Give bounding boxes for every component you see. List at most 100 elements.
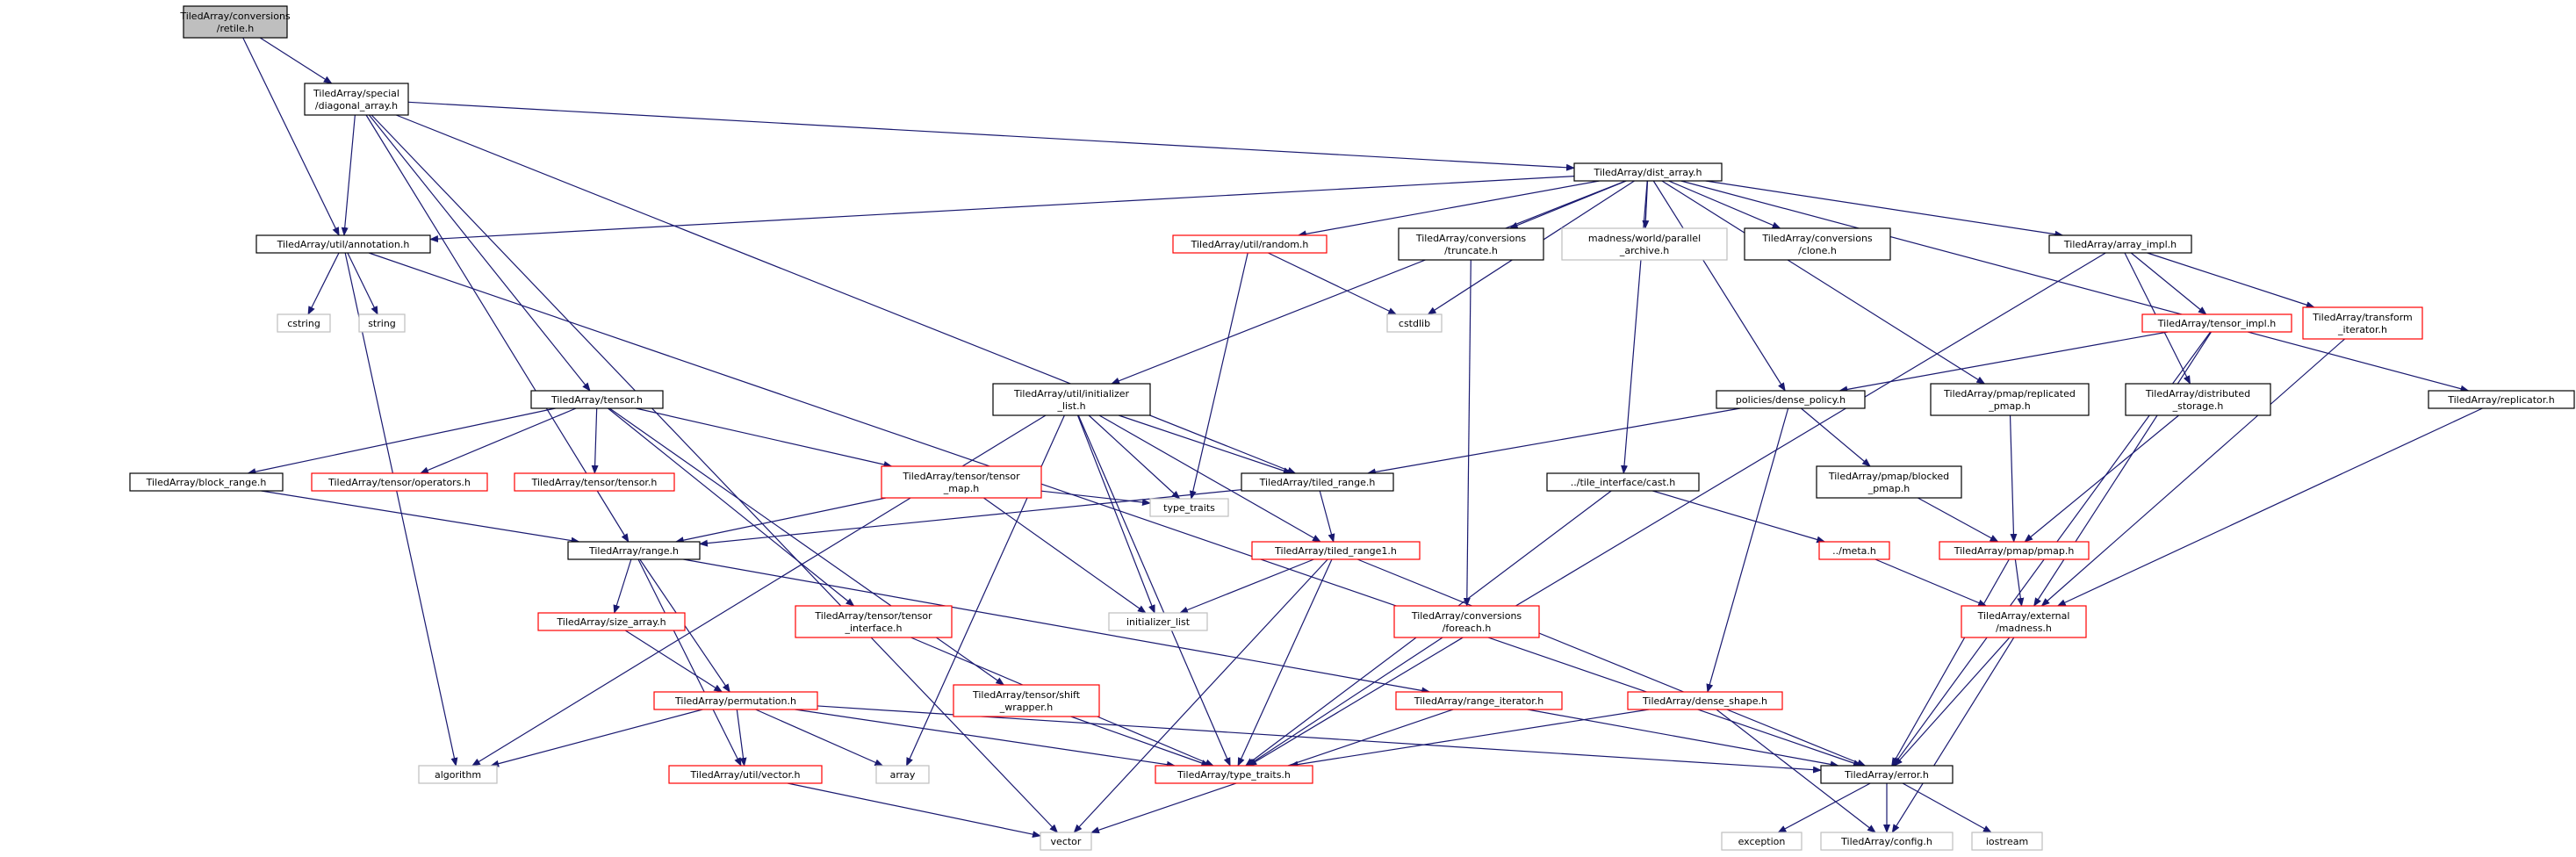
- edge-tensor_impl-to-dense_policy: [1838, 331, 2169, 393]
- edge-initializer_list_h-to-array: [905, 414, 1065, 767]
- node-box: [668, 765, 823, 784]
- edge-random-to-type_traits_sys: [1189, 252, 1248, 500]
- edge-tensor-to-tensor_tensor: [591, 407, 599, 474]
- node-pmap[interactable]: TiledArray/pmap/pmap.h: [1939, 541, 2090, 560]
- node-util_vector[interactable]: TiledArray/util/vector.h: [668, 765, 823, 784]
- edge-tensor_impl-to-madness_external: [2033, 331, 2213, 607]
- node-clone[interactable]: TiledArray/conversions/clone.h: [1744, 227, 1891, 261]
- node-cstdlib: cstdlib: [1386, 313, 1443, 333]
- edge-meta-to-madness_external: [1874, 558, 1988, 607]
- edge-initializer_list_h-to-algorithm: [471, 414, 1047, 767]
- node-dense_shape[interactable]: TiledArray/dense_shape.h: [1627, 691, 1783, 710]
- edge-size_array-to-permutation: [624, 630, 723, 693]
- node-tensor_interface[interactable]: TiledArray/tensor/tensor_interface.h: [795, 605, 953, 638]
- edge-tensor-to-tensor_map: [636, 407, 893, 468]
- node-block_range[interactable]: TiledArray/block_range.h: [129, 472, 284, 492]
- node-box: [2302, 306, 2423, 340]
- node-label: TiledArray/util/annotation.h: [277, 239, 410, 250]
- node-cstring: cstring: [277, 313, 331, 333]
- node-box: [2048, 234, 2192, 254]
- node-retile[interactable]: TiledArray/conversions/retile.h: [179, 5, 291, 39]
- node-label: TiledArray/dense_shape.h: [1642, 695, 1767, 707]
- node-random[interactable]: TiledArray/util/random.h: [1172, 234, 1328, 254]
- node-type_traits_h[interactable]: TiledArray/type_traits.h: [1155, 765, 1313, 784]
- node-error[interactable]: TiledArray/error.h: [1820, 765, 1954, 784]
- node-label: TiledArray/replicator.h: [2447, 394, 2555, 406]
- node-transform_iterator[interactable]: TiledArray/transform_iterator.h: [2302, 306, 2423, 340]
- node-box: [653, 691, 818, 710]
- node-box: [1573, 162, 1723, 182]
- edge-array_impl-to-tensor_impl: [2130, 252, 2207, 315]
- node-annotation[interactable]: TiledArray/util/annotation.h: [255, 234, 431, 254]
- edge-pmap_blocked-to-pmap: [1918, 497, 1999, 543]
- node-foreach[interactable]: TiledArray/conversions/foreach.h: [1393, 605, 1540, 638]
- node-pmap_blocked[interactable]: TiledArray/pmap/blocked_pmap.h: [1816, 465, 1962, 499]
- edge-range-to-size_array: [613, 558, 632, 614]
- node-tensor_operators[interactable]: TiledArray/tensor/operators.h: [311, 472, 488, 492]
- node-label: cstdlib: [1399, 318, 1430, 329]
- node-config: TiledArray/config.h: [1820, 832, 1954, 851]
- edge-dist_array-to-initializer_list_h: [1111, 180, 1626, 385]
- node-label: TiledArray/special: [313, 88, 399, 99]
- node-label: TiledArray/conversions: [179, 11, 291, 22]
- node-box: [1939, 541, 2090, 560]
- node-layer: TiledArray/conversions/retile.hTiledArra…: [129, 5, 2575, 851]
- node-label: _map.h: [943, 483, 979, 494]
- node-truncate[interactable]: TiledArray/conversions/truncate.h: [1398, 227, 1544, 261]
- edge-distributed_storage-to-pmap: [2024, 414, 2179, 543]
- edge-annotation-to-string: [347, 252, 378, 315]
- node-permutation[interactable]: TiledArray/permutation.h: [653, 691, 818, 710]
- node-initializer_list_h[interactable]: TiledArray/util/initializer_list.h: [992, 383, 1151, 416]
- edge-tensor-to-shift_wrapper: [608, 407, 1005, 686]
- node-label: _storage.h: [2172, 400, 2224, 412]
- node-tensor_tensor[interactable]: TiledArray/tensor/tensor.h: [514, 472, 675, 492]
- node-box: [1961, 605, 2087, 638]
- node-tensor_impl[interactable]: TiledArray/tensor_impl.h: [2141, 313, 2292, 333]
- node-initializer_list_sys: initializer_list: [1108, 612, 1208, 631]
- node-type_traits_sys: type_traits: [1149, 498, 1229, 517]
- node-distributed_storage[interactable]: TiledArray/distributed_storage.h: [2125, 383, 2271, 416]
- node-box: [183, 5, 288, 39]
- node-tensor_map[interactable]: TiledArray/tensor/tensor_map.h: [881, 465, 1042, 499]
- edge-dist_array-to-array_impl: [1705, 180, 2064, 238]
- edge-initializer_list_h-to-type_traits_h: [1077, 414, 1231, 767]
- node-label: TiledArray/tensor_impl.h: [2157, 318, 2276, 329]
- node-tile_interface_cast[interactable]: ../tile_interface/cast.h: [1546, 472, 1700, 492]
- edge-permutation-to-algorithm: [490, 709, 703, 767]
- node-pmap_replicated[interactable]: TiledArray/pmap/replicated_pmap.h: [1930, 383, 2090, 416]
- node-dist_array[interactable]: TiledArray/dist_array.h: [1573, 162, 1723, 182]
- node-tensor[interactable]: TiledArray/tensor.h: [530, 390, 664, 409]
- node-range_iterator[interactable]: TiledArray/range_iterator.h: [1395, 691, 1563, 710]
- node-box: [1971, 832, 2043, 851]
- node-label: TiledArray/tensor/tensor: [814, 610, 932, 622]
- edge-permutation-to-type_traits_h: [795, 709, 1176, 768]
- edge-dist_array-to-annotation: [429, 176, 1575, 243]
- node-box: [881, 465, 1042, 499]
- node-label: /truncate.h: [1444, 245, 1498, 256]
- node-tiled_range[interactable]: TiledArray/tiled_range.h: [1241, 472, 1394, 492]
- node-label: TiledArray/distributed: [2145, 388, 2250, 400]
- node-box: [1398, 227, 1544, 261]
- node-dense_policy[interactable]: policies/dense_policy.h: [1716, 390, 1866, 409]
- node-madness_external[interactable]: TiledArray/external/madness.h: [1961, 605, 2087, 638]
- edge-tensor_map-to-type_traits_sys: [1040, 490, 1151, 507]
- node-diagonal_array[interactable]: TiledArray/special/diagonal_array.h: [304, 83, 409, 116]
- node-label: _archive.h: [1619, 245, 1669, 256]
- node-label: /retile.h: [217, 23, 254, 34]
- node-label: TiledArray/type_traits.h: [1176, 769, 1291, 781]
- node-replicator[interactable]: TiledArray/replicator.h: [2428, 390, 2575, 409]
- edge-random-to-cstdlib: [1268, 252, 1398, 315]
- node-tiled_range1[interactable]: TiledArray/tiled_range1.h: [1251, 541, 1421, 560]
- node-meta[interactable]: ../meta.h: [1818, 541, 1890, 560]
- node-shift_wrapper[interactable]: TiledArray/tensor/shift_wrapper.h: [953, 684, 1100, 717]
- node-label: TiledArray/util/initializer: [1013, 388, 1130, 400]
- node-size_array[interactable]: TiledArray/size_array.h: [537, 612, 686, 631]
- edge-tiled_range1-to-initializer_list_sys: [1179, 558, 1314, 614]
- node-array_impl[interactable]: TiledArray/array_impl.h: [2048, 234, 2192, 254]
- edge-tiled_range-to-tiled_range1: [1319, 490, 1335, 543]
- node-range[interactable]: TiledArray/range.h: [567, 541, 701, 560]
- edge-annotation-to-error: [368, 252, 1862, 767]
- edge-range_iterator-to-error: [1527, 709, 1839, 768]
- edge-madness_external-to-error: [1894, 637, 2011, 767]
